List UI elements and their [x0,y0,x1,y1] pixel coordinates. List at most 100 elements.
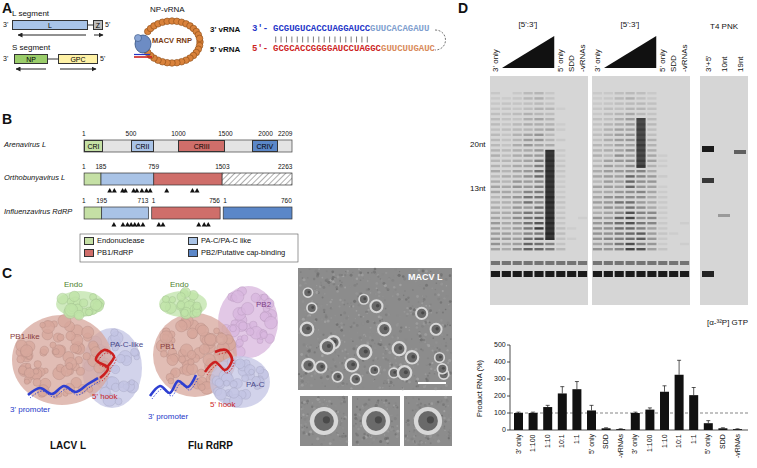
gel-band [556,191,565,193]
micrograph-grain [416,326,419,329]
gel-background [700,76,748,305]
micrograph-grain [369,327,371,329]
micrograph-grain [408,402,409,403]
micrograph-grain [341,281,343,283]
axis-tick [507,396,510,397]
protein-surface [65,358,77,370]
micrograph-grain [353,300,356,303]
micrograph-grain [422,312,424,314]
micrograph-grain [391,427,393,429]
gel-band [626,186,635,188]
protein-surface [235,359,245,369]
gel-band [626,108,635,110]
gel-band [524,113,533,115]
gel-band [491,149,500,151]
gel-band [636,261,645,265]
micrograph-grain [395,269,397,271]
micrograph-grain [427,438,429,440]
micrograph-grain [445,342,447,344]
micrograph-grain [443,427,445,429]
micrograph-grain [392,295,393,296]
micrograph-grain [374,379,375,380]
gel-band [578,271,587,277]
micrograph-grain [327,319,330,322]
protein-surface [197,325,208,336]
gel-band [604,227,613,229]
protein-surface [70,344,79,353]
gel-band [491,102,500,104]
gel-band [702,271,714,277]
gel-band [502,134,511,136]
protein-surface [57,334,64,341]
micrograph-grain [360,316,362,318]
micrograph-grain [343,359,345,361]
micrograph-grain [445,309,447,311]
micrograph-grain [360,420,362,422]
particle [374,368,377,371]
micrograph-grain [313,407,316,410]
micrograph-grain [438,349,440,351]
micrograph-grain [396,425,398,427]
micrograph-grain [396,315,398,317]
mutation-marker [136,222,141,227]
micrograph-grain [359,271,362,274]
gel-band [491,232,500,234]
micrograph-grain [449,429,450,430]
micrograph-grain [434,438,436,440]
micrograph-grain [412,289,414,291]
gel-band [658,261,667,265]
gel-band [491,92,500,94]
gel-band [513,144,522,146]
particle [332,372,342,382]
gel-band [615,232,624,234]
micrograph-grain [447,418,450,421]
gel-band [502,186,511,188]
gel-band [491,191,500,193]
micrograph-grain [365,311,368,314]
protein-surface [33,369,38,374]
micrograph-grain [344,341,346,343]
gel-band [524,144,533,146]
micrograph-grain [432,350,434,352]
micrograph-grain [380,339,382,341]
micrograph-grain [402,387,403,388]
rna-strand [96,350,114,378]
gel-band [593,97,602,99]
mutation-marker [140,222,145,227]
micrograph-grain [379,320,381,322]
micrograph-grain [372,289,374,291]
gel-band [626,128,635,130]
micrograph-grain [385,404,388,407]
gel-band [718,214,730,217]
micrograph-grain [324,282,326,284]
gel-band [502,139,511,141]
gel-band [615,243,624,245]
gel-band [502,261,511,265]
gel-band [556,201,565,203]
micrograph-grain [326,270,328,272]
micrograph-grain [321,403,324,406]
protein-surface [24,379,29,384]
micrograph-grain [329,285,331,287]
gel-band [615,191,624,193]
micrograph-grain [339,349,342,352]
particle [321,340,335,354]
micrograph-grain [393,335,396,338]
micrograph-grain [341,418,342,419]
micrograph-grain [339,436,341,438]
micrograph-grain [449,274,452,277]
particle [355,377,358,380]
mutation-marker [190,188,195,193]
micrograph-grain [434,346,436,348]
micrograph-grain [429,309,432,312]
protein-surface [246,328,253,335]
gel-band [502,113,511,115]
micrograph-grain [444,420,446,422]
micrograph-grain [335,322,337,324]
domain-bar [223,207,292,219]
micrograph-grain [342,396,345,399]
gel-band [647,149,656,151]
gel-band [524,243,533,245]
micrograph-grain [374,343,375,344]
micrograph-grain [312,434,314,436]
